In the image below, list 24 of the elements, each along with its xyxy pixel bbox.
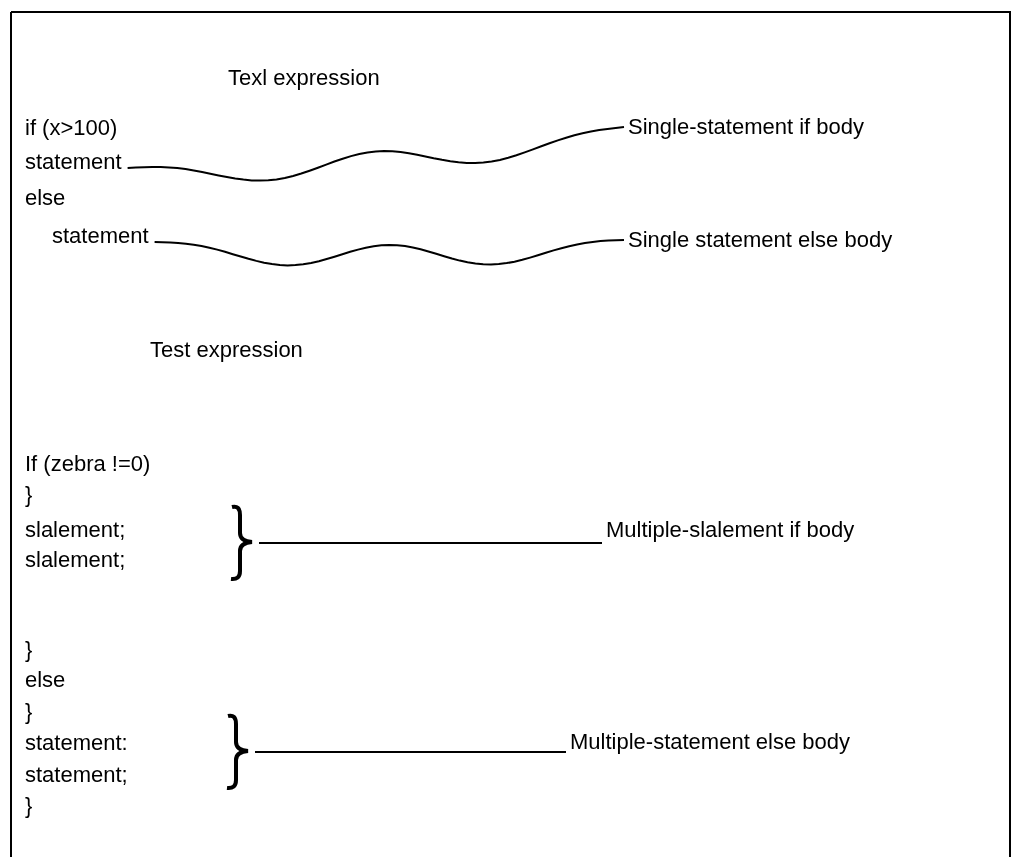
annotation-label: Multiple-slalement if body (606, 517, 855, 543)
leader-line (254, 751, 567, 753)
code-line: } (25, 482, 33, 508)
code-line: slalement; (25, 517, 126, 543)
code-line: statement: (25, 730, 128, 756)
code-line: statement (25, 149, 122, 175)
heading: Texl expression (228, 65, 380, 91)
code-line: if (x>100) (25, 115, 118, 141)
annotation-label: Single-statement if body (628, 114, 865, 140)
code-line: else (25, 667, 66, 693)
code-line: } (25, 637, 33, 663)
code-line: } (25, 793, 33, 819)
annotation-label: Single statement else body (628, 227, 893, 253)
annotation-label: Multiple-statement else body (570, 729, 851, 755)
code-line: slalement; (25, 547, 126, 573)
code-line: statement (52, 223, 149, 249)
code-line: statement; (25, 762, 128, 788)
leader-line (258, 542, 603, 544)
leader-line (126, 126, 625, 182)
code-line: If (zebra !=0) (25, 451, 151, 477)
heading: Test expression (150, 337, 303, 363)
leader-line (153, 239, 625, 267)
code-line: else (25, 185, 66, 211)
code-line: } (25, 699, 33, 725)
